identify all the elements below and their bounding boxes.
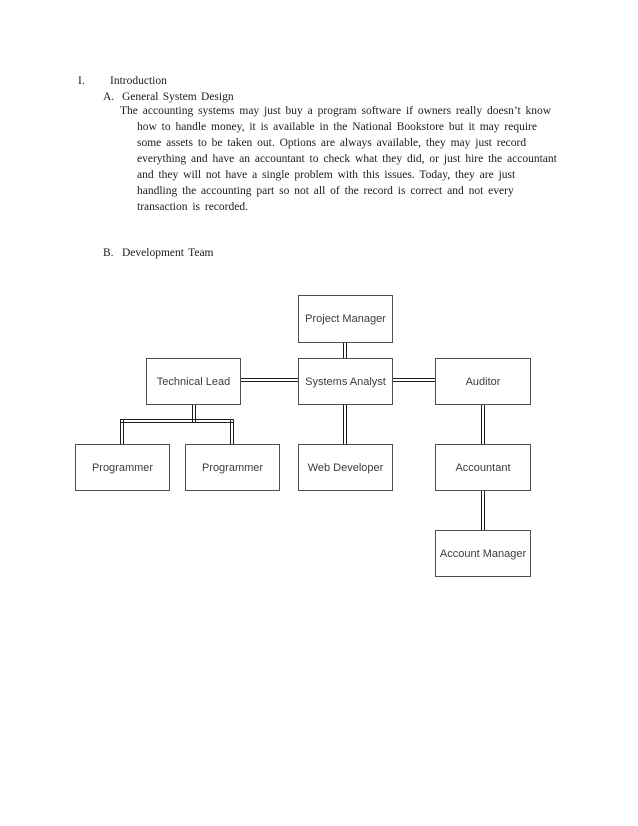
org-node-programmer-2: Programmer — [185, 444, 280, 491]
connector-project-manager-systems-analyst — [343, 343, 347, 359]
org-node-label: Programmer — [201, 461, 264, 474]
org-node-label: Systems Analyst — [305, 375, 386, 388]
org-node-label: Technical Lead — [156, 375, 231, 388]
paragraph-line: how to handle money, it is available in … — [137, 121, 537, 133]
section-title: Introduction — [110, 75, 167, 87]
paragraph-line: The accounting systems may just buy a pr… — [120, 105, 552, 117]
connector-branch-programmer-1 — [120, 419, 124, 444]
org-node-auditor: Auditor — [435, 358, 531, 405]
org-node-label: Auditor — [465, 375, 501, 388]
paragraph-line: and they will not have a single problem … — [137, 169, 516, 181]
org-node-label: Accountant — [455, 461, 511, 474]
subsection-a-heading: A. General System Design — [103, 89, 234, 105]
subsection-b-title: Development Team — [122, 247, 214, 259]
paragraph-line: transaction is recorded. — [137, 201, 248, 213]
section-heading: I. Introduction — [78, 73, 167, 89]
paragraph-line: handling the accounting part so not all … — [137, 185, 514, 197]
org-node-label: Project Manager — [305, 313, 386, 325]
org-node-label: Account Manager — [439, 547, 527, 560]
org-node-systems-analyst: Systems Analyst — [298, 358, 393, 405]
org-node-account-manager: Account Manager — [435, 530, 531, 577]
connector-technical-lead-stub — [192, 405, 196, 423]
paragraph-line: some assets to be taken out. Options are… — [137, 137, 527, 149]
body-paragraph: The accounting systems may just buy a pr… — [120, 103, 597, 215]
paragraph-line: everything and have an accountant to che… — [137, 153, 557, 165]
section-numeral: I. — [78, 75, 85, 87]
subsection-a-title: General System Design — [122, 91, 234, 103]
org-node-accountant: Accountant — [435, 444, 531, 491]
connector-systems-analyst-web-developer — [343, 405, 347, 444]
connector-systems-analyst-auditor — [393, 378, 435, 382]
connector-branch-programmer-2 — [230, 419, 234, 444]
org-node-label: Programmer — [91, 461, 154, 474]
connector-accountant-account-manager — [481, 491, 485, 530]
connector-auditor-accountant — [481, 405, 485, 444]
subsection-b-label: B. — [103, 247, 114, 259]
subsection-a-label: A. — [103, 91, 115, 103]
connector-programmers-branch — [120, 419, 234, 423]
org-node-project-manager: Project Manager — [298, 295, 393, 343]
org-node-label: Web Developer — [307, 461, 384, 474]
connector-technical-lead-systems-analyst — [241, 378, 298, 382]
subsection-b-heading: B. Development Team — [103, 245, 214, 261]
org-node-web-developer: Web Developer — [298, 444, 393, 491]
org-node-technical-lead: Technical Lead — [146, 358, 241, 405]
org-node-programmer-1: Programmer — [75, 444, 170, 491]
